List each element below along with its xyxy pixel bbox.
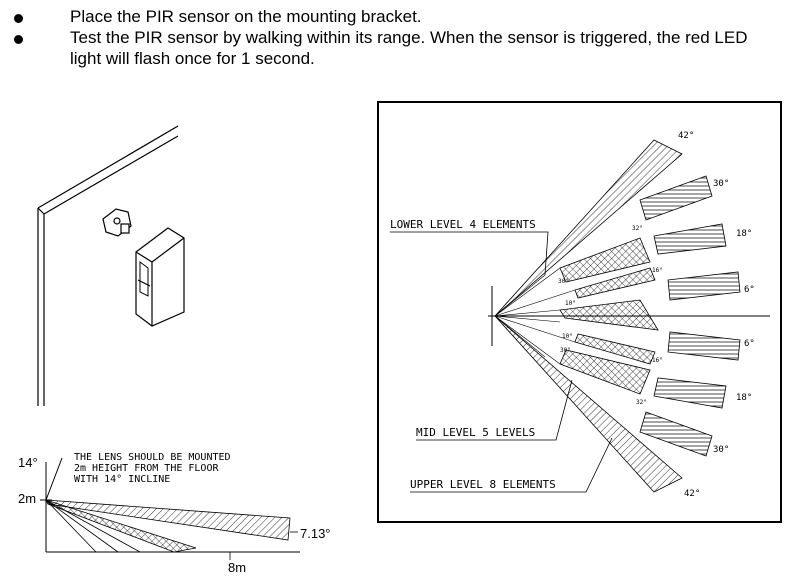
angle-label: 32°	[632, 225, 643, 232]
side-view-diagram: 14° 2m 8m 7.13° THE LENS SHOULD BE MOUNT…	[18, 452, 331, 575]
angle-label: 42°	[684, 489, 700, 499]
angle-label: 10°	[565, 300, 576, 307]
angle-label: 18°	[736, 229, 752, 239]
range-distance-label: 8m	[228, 560, 246, 575]
mounting-note-line: WITH 14° INCLINE	[74, 474, 170, 485]
mid-level-label: MID LEVEL 5 LEVELS	[416, 426, 535, 439]
bullet-icon	[14, 14, 23, 23]
angle-label: 6°	[744, 285, 755, 295]
mounting-note-line: 2m HEIGHT FROM THE FLOOR	[74, 463, 219, 474]
instruction-item: Test the PIR sensor by walking within it…	[0, 27, 794, 69]
angle-label: 18°	[736, 393, 752, 403]
angle-label: 30°	[558, 278, 569, 285]
incline-angle-label: 14°	[18, 455, 38, 470]
angle-label: 30°	[560, 347, 571, 354]
angle-label: 42°	[678, 131, 694, 141]
instruction-text: Test the PIR sensor by walking within it…	[70, 28, 748, 68]
bullet-icon	[14, 35, 23, 44]
wall-mount-illustration	[37, 125, 185, 406]
angle-label: 30°	[713, 179, 729, 189]
detection-pattern-panel: 42° 30° 18° 6° 6° 18° 30° 42° 32° 16° 10…	[377, 101, 782, 523]
lower-level-label: LOWER LEVEL 4 ELEMENTS	[390, 218, 536, 231]
angle-label: 10°	[562, 333, 573, 340]
instruction-text: Place the PIR sensor on the mounting bra…	[70, 7, 422, 26]
angle-label: 16°	[652, 357, 663, 364]
pir-sensor-body	[135, 227, 185, 327]
instruction-list: Place the PIR sensor on the mounting bra…	[0, 6, 794, 69]
upper-level-label: UPPER LEVEL 8 ELEMENTS	[410, 478, 556, 491]
angle-label: 16°	[652, 267, 663, 274]
beam-angle-label: 7.13°	[300, 526, 331, 541]
instruction-item: Place the PIR sensor on the mounting bra…	[0, 6, 794, 27]
mounting-note-line: THE LENS SHOULD BE MOUNTED	[74, 452, 231, 463]
angle-label: 30°	[713, 445, 729, 455]
angle-label: 6°	[744, 339, 755, 349]
mount-height-label: 2m	[18, 491, 36, 506]
mounting-bracket	[102, 208, 132, 237]
angle-label: 32°	[636, 399, 647, 406]
